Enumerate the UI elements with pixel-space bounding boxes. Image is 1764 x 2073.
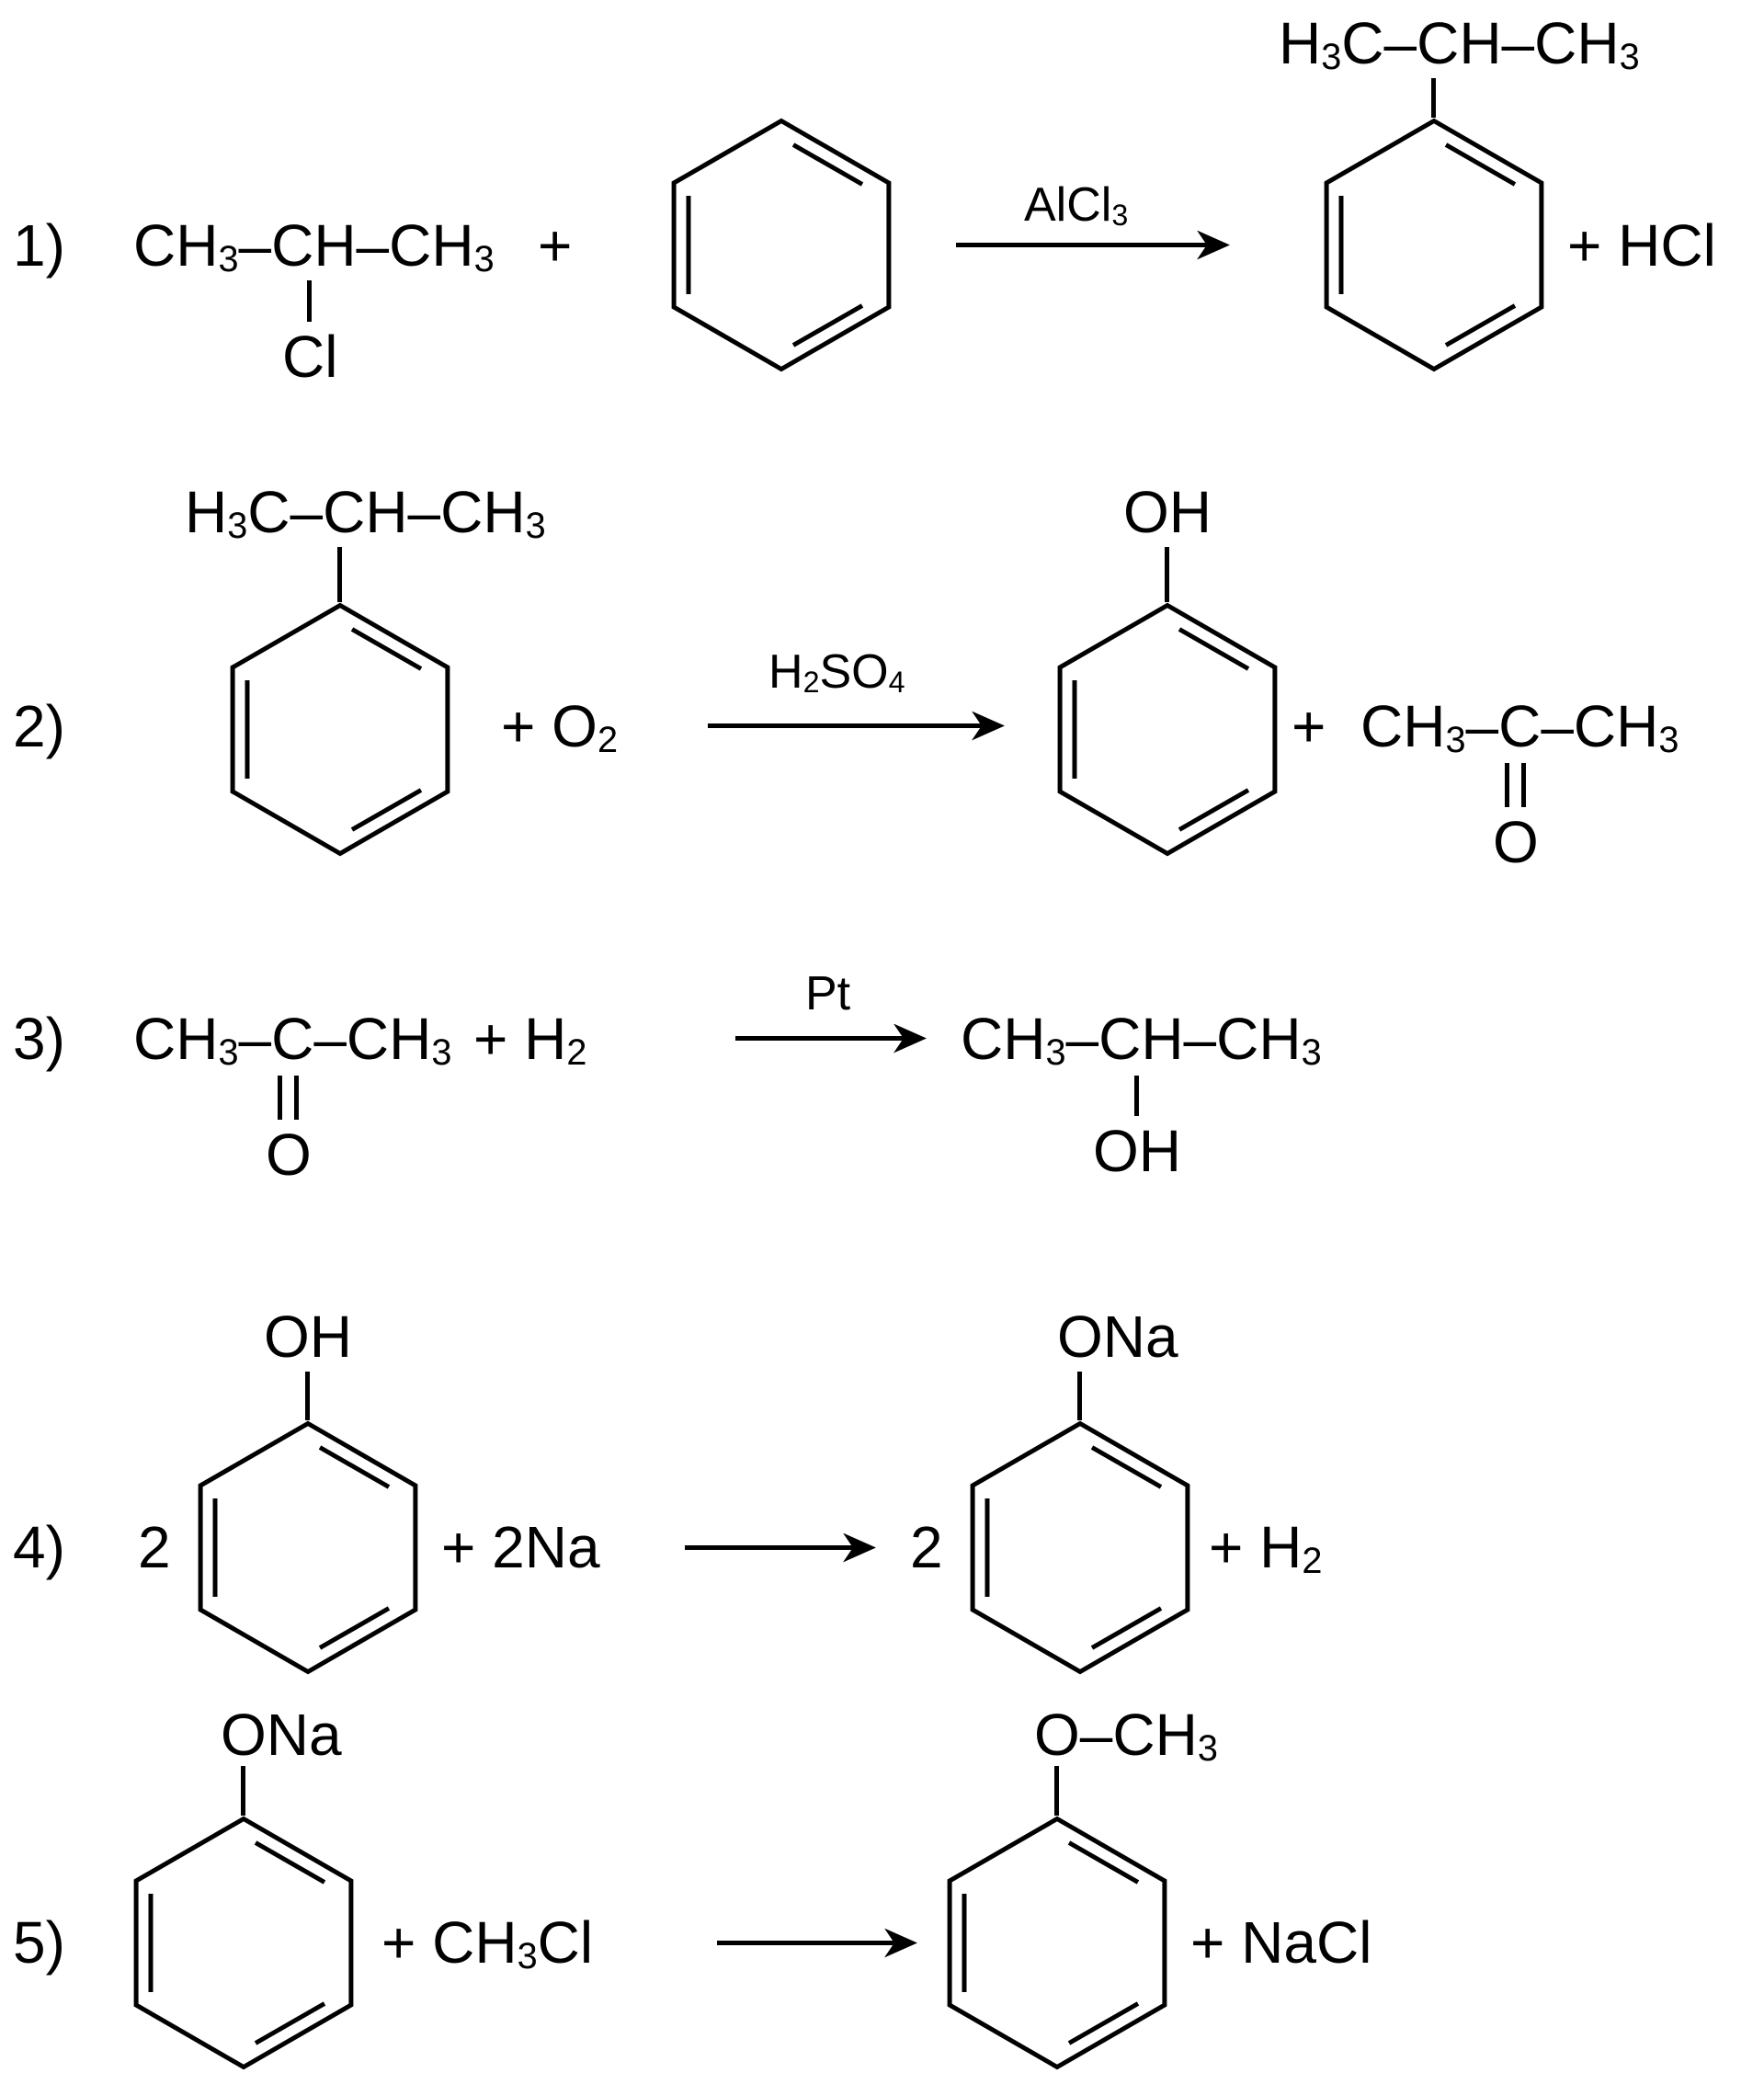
single-bond xyxy=(305,1372,310,1420)
sodium-reactant: + 2Na xyxy=(441,1514,600,1580)
carbonyl-oxygen: O xyxy=(1493,809,1539,875)
chlorine-substituent: Cl xyxy=(282,324,338,390)
isopropanol-formula: CH3–CH–CH3 xyxy=(961,1006,1322,1074)
plus-sign: + xyxy=(1292,693,1326,759)
single-bond xyxy=(1134,1076,1139,1116)
single-bond xyxy=(1054,1766,1059,1816)
single-bond xyxy=(307,280,312,322)
coefficient: 2 xyxy=(910,1514,943,1580)
phenol-oh-label: OH xyxy=(1123,479,1212,545)
reaction-arrow xyxy=(956,243,1223,247)
carbonyl-oxygen: O xyxy=(266,1122,312,1188)
single-bond xyxy=(1077,1372,1082,1420)
nacl-byproduct: + NaCl xyxy=(1190,1909,1372,1976)
single-bond xyxy=(241,1766,245,1816)
reaction-number: 1) xyxy=(13,212,65,279)
reaction-arrow xyxy=(717,1941,910,1945)
oxygen-reactant: + O2 xyxy=(501,693,619,761)
benzene-ring xyxy=(230,602,450,857)
single-bond xyxy=(1431,78,1436,118)
benzene-ring xyxy=(198,1420,418,1675)
hydrogen-reactant: + H2 xyxy=(473,1006,587,1074)
catalyst-label: AlCl3 xyxy=(1024,178,1129,233)
coefficient: 2 xyxy=(138,1514,171,1580)
reaction-arrow xyxy=(735,1036,919,1041)
isopropyl-substituent-formula: H3C–CH–CH3 xyxy=(185,479,546,547)
reaction-number: 3) xyxy=(13,1006,65,1072)
phenolate-ona-label: ONa xyxy=(1057,1304,1178,1370)
benzene-ring xyxy=(1324,118,1544,372)
reaction-number: 4) xyxy=(13,1514,65,1580)
benzene-ring xyxy=(1057,602,1278,857)
benzene-ring xyxy=(947,1816,1167,2070)
phenolate-ona-label: ONa xyxy=(221,1702,342,1768)
reaction-arrow xyxy=(708,723,997,728)
benzene-ring xyxy=(970,1420,1190,1675)
reaction-arrow xyxy=(685,1545,869,1550)
single-bond xyxy=(337,547,342,602)
phenol-oh-label: OH xyxy=(264,1304,352,1370)
reaction-number: 2) xyxy=(13,693,65,759)
hydroxyl-label: OH xyxy=(1093,1118,1181,1184)
acetone-formula: CH3–C–CH3 xyxy=(1360,693,1679,761)
hcl-byproduct: + HCl xyxy=(1567,212,1716,279)
double-bond xyxy=(278,1076,299,1120)
catalyst-label: H2SO4 xyxy=(768,645,905,700)
isopropyl-chloride-formula: CH3–CH–CH3 xyxy=(133,212,495,280)
reaction-number: 5) xyxy=(13,1909,65,1976)
plus-sign: + xyxy=(538,212,573,279)
double-bond xyxy=(1505,763,1526,807)
methyl-chloride-reactant: + CH3Cl xyxy=(381,1909,594,1977)
benzene-ring xyxy=(133,1816,354,2070)
acetone-formula: CH3–C–CH3 xyxy=(133,1006,452,1074)
catalyst-label: Pt xyxy=(805,967,851,1020)
hydrogen-product: + H2 xyxy=(1209,1514,1323,1582)
benzene-ring xyxy=(671,118,892,372)
methoxy-label: O–CH3 xyxy=(1034,1702,1218,1770)
single-bond xyxy=(1165,547,1169,602)
isopropyl-substituent-formula: H3C–CH–CH3 xyxy=(1279,10,1640,78)
